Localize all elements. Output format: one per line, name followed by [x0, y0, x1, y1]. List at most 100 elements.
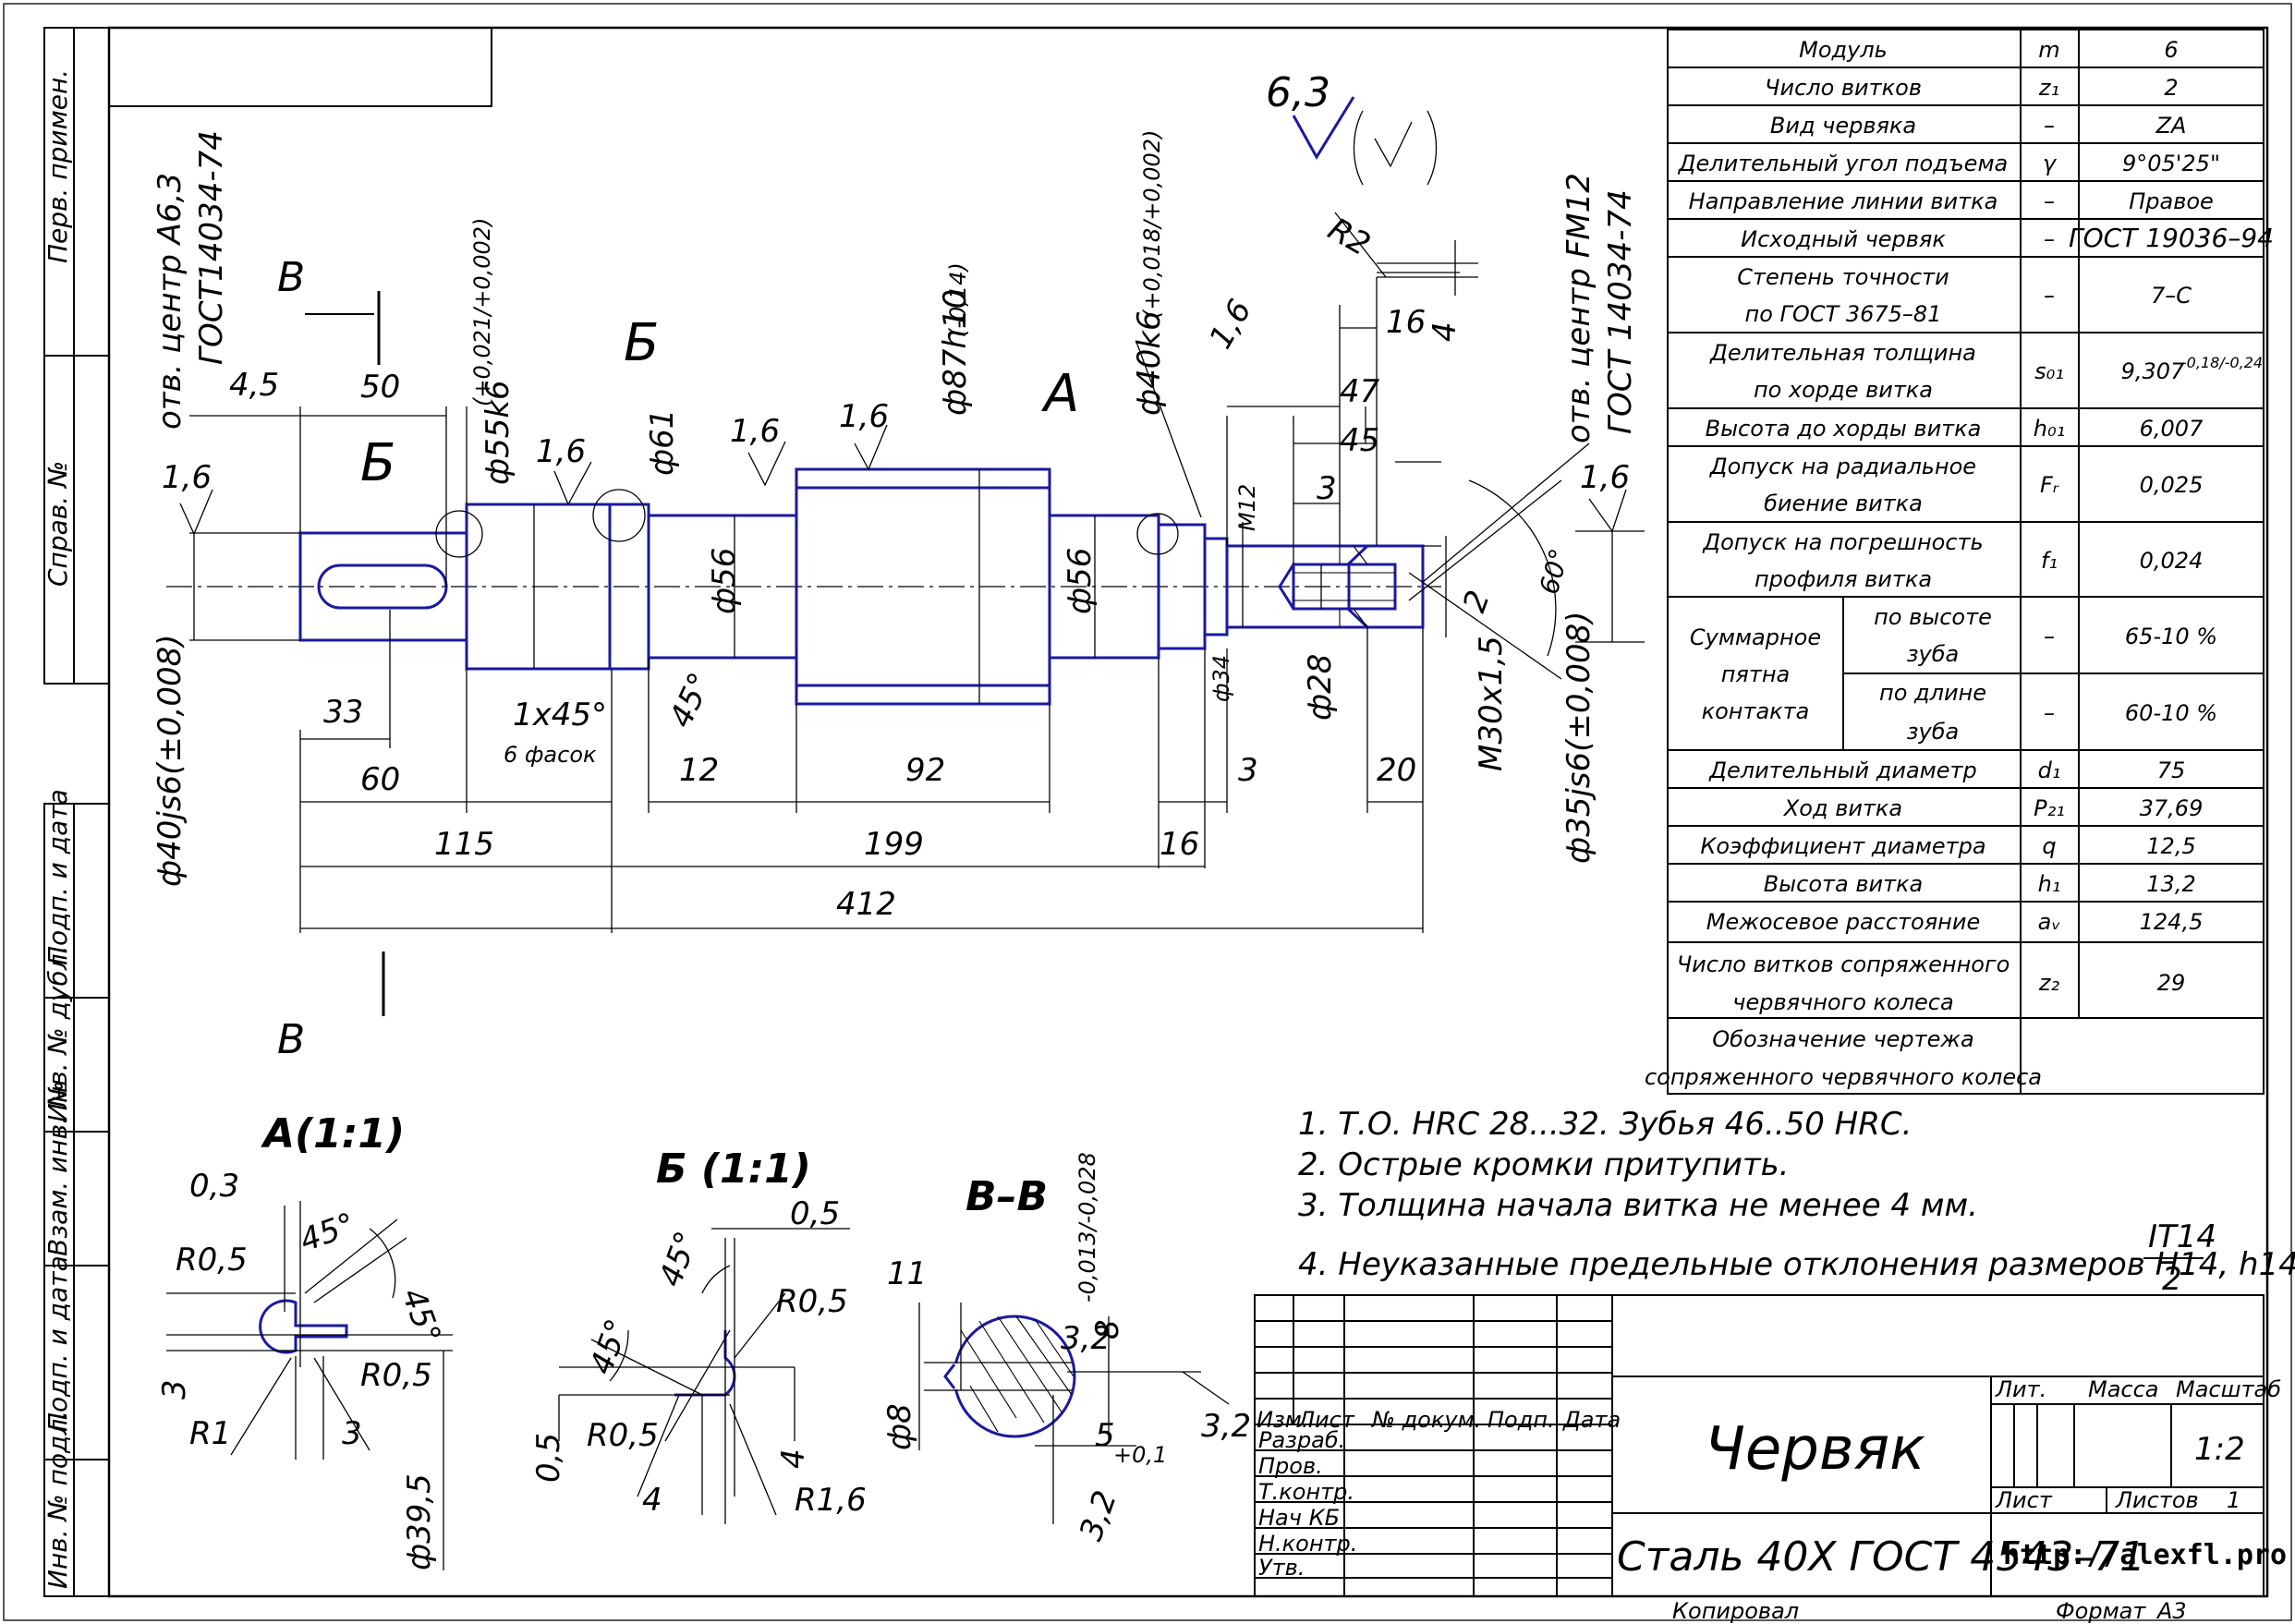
param-name-19a: Обозначение чертежа: [1712, 1026, 1973, 1052]
center-hole-b-label: отв. центр FM12: [1560, 173, 1597, 443]
dim-412: 412: [836, 886, 896, 923]
detail-b-dim-05: 0,5: [790, 1195, 840, 1232]
param-sym-17: aᵥ: [2038, 909, 2061, 935]
dim-r2: R2: [1322, 211, 1377, 263]
param-val-7: 9,307: [2121, 358, 2185, 384]
tb-format: Формат: [2056, 1598, 2146, 1624]
detail-b-angle-45b: 45°: [583, 1315, 637, 1379]
outer-border: [3, 3, 2292, 1621]
param-val-8: 6,007: [2140, 416, 2204, 442]
dim-d61: ф61: [644, 409, 681, 476]
param-name-4: Направление линии витка: [1689, 188, 1998, 214]
section-vv-dim-5-tol: +0,1: [1113, 1442, 1167, 1468]
roughness-3: 1,6: [730, 413, 780, 450]
dim-4-5: 4,5: [229, 367, 279, 404]
detail-b-view: Б (1:1) 0,5 45° 45° R0,5 R0,5 0,5 4 4 R1…: [530, 1145, 867, 1524]
param-sym-14: P₂₁: [2034, 795, 2065, 821]
param-sym-4: –: [2044, 188, 2055, 214]
detail-a-d395: ф39,5: [401, 1473, 438, 1570]
side-label-inv-dubl: Инв. № дубл.: [42, 945, 73, 1122]
tb-material: Сталь 40Х ГОСТ 4543–71: [1617, 1533, 2145, 1581]
param-name-10a: Допуск на погрешность: [1702, 529, 1983, 555]
param-name-11b: пятна: [1721, 661, 1791, 687]
dim-16b: 16: [1386, 304, 1426, 341]
param-name-7a: Делительная толщина: [1709, 340, 1976, 366]
param-name-0: Модуль: [1799, 37, 1888, 63]
tb-podp: Подп.: [1488, 1407, 1555, 1433]
param-val-9: 0,025: [2140, 472, 2204, 498]
detail-circle-b1: [435, 510, 483, 558]
dim-d87h10: ф87h10: [937, 289, 974, 416]
param-val-1: 2: [2164, 75, 2178, 101]
dim-92: 92: [905, 752, 945, 789]
param-name-9b: биение витка: [1764, 491, 1923, 516]
dim-d55k6: ф55k6: [480, 380, 516, 485]
dim-16: 16: [1160, 826, 1199, 863]
param-name-7b: по хорде витка: [1754, 377, 1933, 403]
detail-a-dim-3: 3: [156, 1379, 193, 1400]
tb-utv: Утв.: [1258, 1555, 1305, 1581]
general-roughness: 6,3: [1266, 69, 1438, 186]
param-val-12: 60-10 %: [2125, 700, 2217, 726]
param-val-2: ZA: [2155, 113, 2187, 139]
param-name-10b: профиля витка: [1755, 566, 1932, 592]
section-vv-d8: ф8: [881, 1403, 918, 1450]
tb-kopiroval: Копировал: [1672, 1598, 1799, 1624]
roughness-value: 6,3: [1266, 69, 1330, 116]
param-val-17: 124,5: [2140, 909, 2204, 935]
tb-tkontr: Т.контр.: [1258, 1479, 1354, 1505]
param-name-15: Коэффициент диаметра: [1700, 833, 1985, 859]
note-2: 2. Острые кромки притупить.: [1298, 1146, 1789, 1183]
section-vv-title: В–В: [965, 1173, 1048, 1220]
param-name-11a: Суммарное: [1690, 624, 1821, 650]
param-val-4: Правое: [2129, 188, 2214, 214]
detail-b-dim-4a: 4: [642, 1482, 662, 1519]
detail-a-r05b: R0,5: [360, 1357, 432, 1394]
param-sym-6: –: [2044, 283, 2055, 309]
param-name-9a: Допуск на радиальное: [1709, 454, 1976, 479]
dim-d87h10-tol: (-0,14): [945, 262, 971, 337]
detail-circle-a: [1136, 513, 1179, 555]
side-label-podp1: Подп. и дата: [42, 789, 73, 965]
center-hole-a-label: отв. центр А6,3: [152, 173, 188, 430]
detail-a-view: А(1:1) 0,3 45° 45° R0,5 R0,5 3 R1 3 ф39,…: [156, 1110, 453, 1570]
dim-60: 60: [360, 761, 400, 798]
param-val-18: 29: [2157, 970, 2186, 996]
tb-ndok: № докум.: [1370, 1407, 1481, 1433]
dim-50: 50: [360, 369, 400, 406]
center-hole-fm12: [1292, 563, 1397, 611]
param-name-6b: по ГОСТ 3675–81: [1745, 301, 1942, 327]
param-name-2: Вид червяка: [1770, 113, 1916, 139]
param-sym-0: m: [2038, 37, 2059, 63]
dim-d40k6: ф40k6: [1131, 310, 1168, 416]
roughness-1: 1,6: [162, 459, 212, 496]
param-sym-16: h₁: [2038, 871, 2061, 897]
param-name-12a: по длине: [1879, 680, 1986, 706]
section-vv-view: В–В 11 8 -0,013/-0,028 ф8 5 +0,1: [881, 1152, 1251, 1545]
param-name-11c: контакта: [1702, 698, 1810, 724]
dim-angle-45: 45°: [662, 667, 720, 733]
dim-2: 2: [1456, 586, 1498, 617]
param-sym-2: –: [2044, 113, 2055, 139]
section-vv-dim-8: 8: [1089, 1319, 1126, 1339]
section-vv-dim-5: 5: [1095, 1417, 1115, 1454]
tb-list: Лист: [1995, 1487, 2053, 1513]
tb-list-h: Лист: [1297, 1407, 1355, 1433]
center-hole-a-std: ГОСТ14034-74: [193, 130, 230, 365]
tb-prov: Пров.: [1258, 1453, 1323, 1479]
param-val-14: 37,69: [2140, 795, 2204, 821]
dim-d40k6-tol: (+0,018/+0,002): [1139, 130, 1165, 319]
detail-b-r05b: R0,5: [587, 1417, 659, 1454]
param-sym-13: d₁: [2038, 757, 2061, 783]
param-val-10: 0,024: [2140, 548, 2204, 574]
detail-a-dim-03: 0,3: [189, 1168, 239, 1205]
section-arrow-v-top: В: [277, 254, 305, 301]
param-sym-9: Fᵣ: [2040, 472, 2059, 498]
dim-m12: М12: [1234, 484, 1260, 531]
detail-a-title: А(1:1): [261, 1110, 405, 1157]
dim-chamfer-note: 6 фасок: [504, 742, 597, 768]
drawing-frame: [107, 26, 2269, 1598]
param-sym-10: f₁: [2041, 548, 2058, 574]
param-name-13: Делительный диаметр: [1708, 757, 1977, 783]
note-3: 3. Толщина начала витка не менее 4 мм.: [1298, 1187, 1978, 1224]
